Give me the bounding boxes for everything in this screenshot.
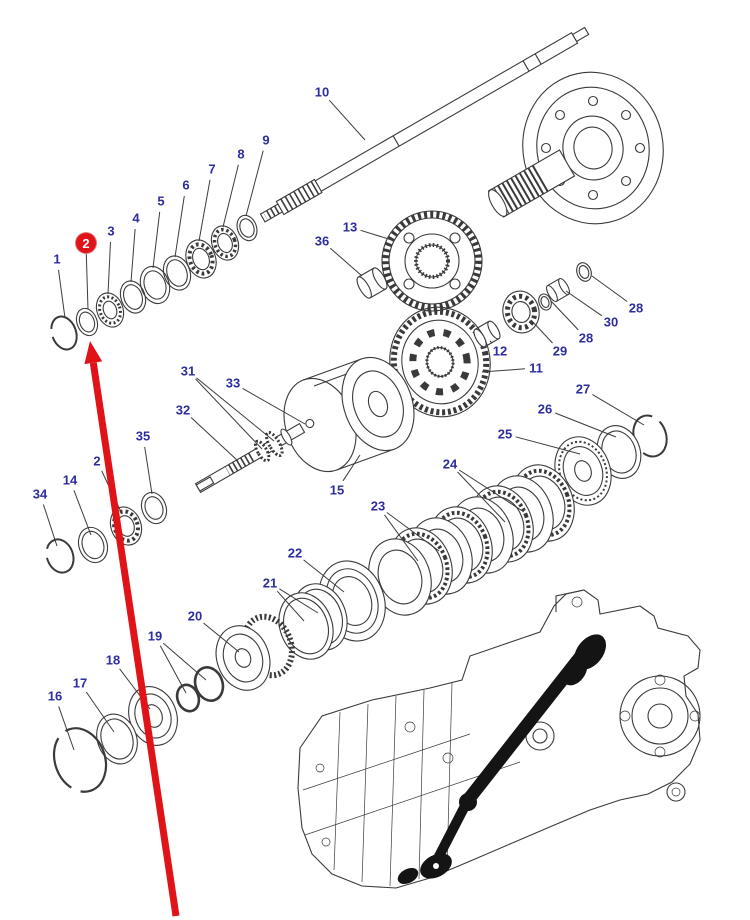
- callout-28[interactable]: 28: [578, 330, 594, 346]
- callout-12[interactable]: 12: [492, 343, 508, 359]
- callout-29[interactable]: 29: [552, 343, 568, 359]
- callout-23[interactable]: 23: [370, 498, 386, 514]
- part-35-ring: [140, 491, 168, 525]
- callout-18[interactable]: 18: [105, 652, 121, 668]
- part-3-bearing: [95, 292, 125, 328]
- callout-16[interactable]: 16: [47, 688, 63, 704]
- part-29-bearing: [502, 290, 540, 334]
- part-8-bearing: [210, 225, 240, 261]
- callout-17[interactable]: 17: [72, 675, 88, 691]
- part-15-clutch-drum: [283, 356, 415, 473]
- callout-3[interactable]: 3: [107, 223, 115, 239]
- callout-24[interactable]: 24: [442, 456, 458, 472]
- callout-32[interactable]: 32: [175, 402, 191, 418]
- part-28-ring: [576, 262, 592, 282]
- callout-1[interactable]: 1: [53, 251, 61, 267]
- callout-21[interactable]: 21: [262, 575, 278, 591]
- callout-8[interactable]: 8: [237, 146, 245, 162]
- callout-9[interactable]: 9: [262, 132, 270, 148]
- part-7-bearing: [185, 239, 217, 279]
- part-output-flange: [487, 71, 664, 225]
- callout-4[interactable]: 4: [132, 210, 140, 226]
- callout-35[interactable]: 35: [135, 428, 151, 444]
- callout-11[interactable]: 11: [529, 360, 543, 376]
- part-32-splined-shaft: [194, 418, 315, 494]
- part-34-snap-ring: [45, 538, 75, 574]
- transmission-housing: [297, 589, 701, 889]
- part-10-input-shaft: [259, 26, 590, 223]
- part-13-drive-gear: [381, 210, 483, 312]
- callout-2-selected[interactable]: 2: [76, 233, 96, 253]
- part-12-bushing: [473, 320, 501, 348]
- part-28-ring-2: [538, 293, 552, 311]
- callout-5[interactable]: 5: [157, 193, 165, 209]
- callout-25[interactable]: 25: [497, 426, 513, 442]
- callout-34[interactable]: 34: [32, 486, 48, 502]
- callout-28[interactable]: 28: [628, 300, 644, 316]
- part-5-ring: [139, 265, 171, 305]
- callout-33[interactable]: 33: [225, 375, 241, 391]
- callout-22[interactable]: 22: [287, 545, 303, 561]
- callout-15[interactable]: 15: [329, 482, 345, 498]
- part-14-ring: [77, 526, 109, 564]
- part-30-bushing: [545, 277, 571, 303]
- callout-14[interactable]: 14: [62, 472, 78, 488]
- callout-20[interactable]: 20: [187, 608, 203, 624]
- callout-31[interactable]: 31: [180, 363, 196, 379]
- callout-27[interactable]: 27: [575, 381, 591, 397]
- callout-10[interactable]: 10: [314, 84, 330, 100]
- part-19-seal-rings: [175, 666, 225, 713]
- callout-7[interactable]: 7: [208, 161, 216, 177]
- part-4-ring: [119, 280, 147, 314]
- callout-36[interactable]: 36: [314, 233, 330, 249]
- callout-2[interactable]: 2: [93, 453, 101, 469]
- part-2-ring: [75, 307, 99, 337]
- callout-13[interactable]: 13: [342, 219, 358, 235]
- callout-26[interactable]: 26: [537, 401, 553, 417]
- callout-30[interactable]: 30: [603, 314, 619, 330]
- part-9-ring: [236, 214, 258, 242]
- callout-19[interactable]: 19: [147, 628, 163, 644]
- callout-6[interactable]: 6: [182, 177, 190, 193]
- part-2-bearing-second: [109, 506, 143, 546]
- part-36-bushing: [356, 267, 388, 299]
